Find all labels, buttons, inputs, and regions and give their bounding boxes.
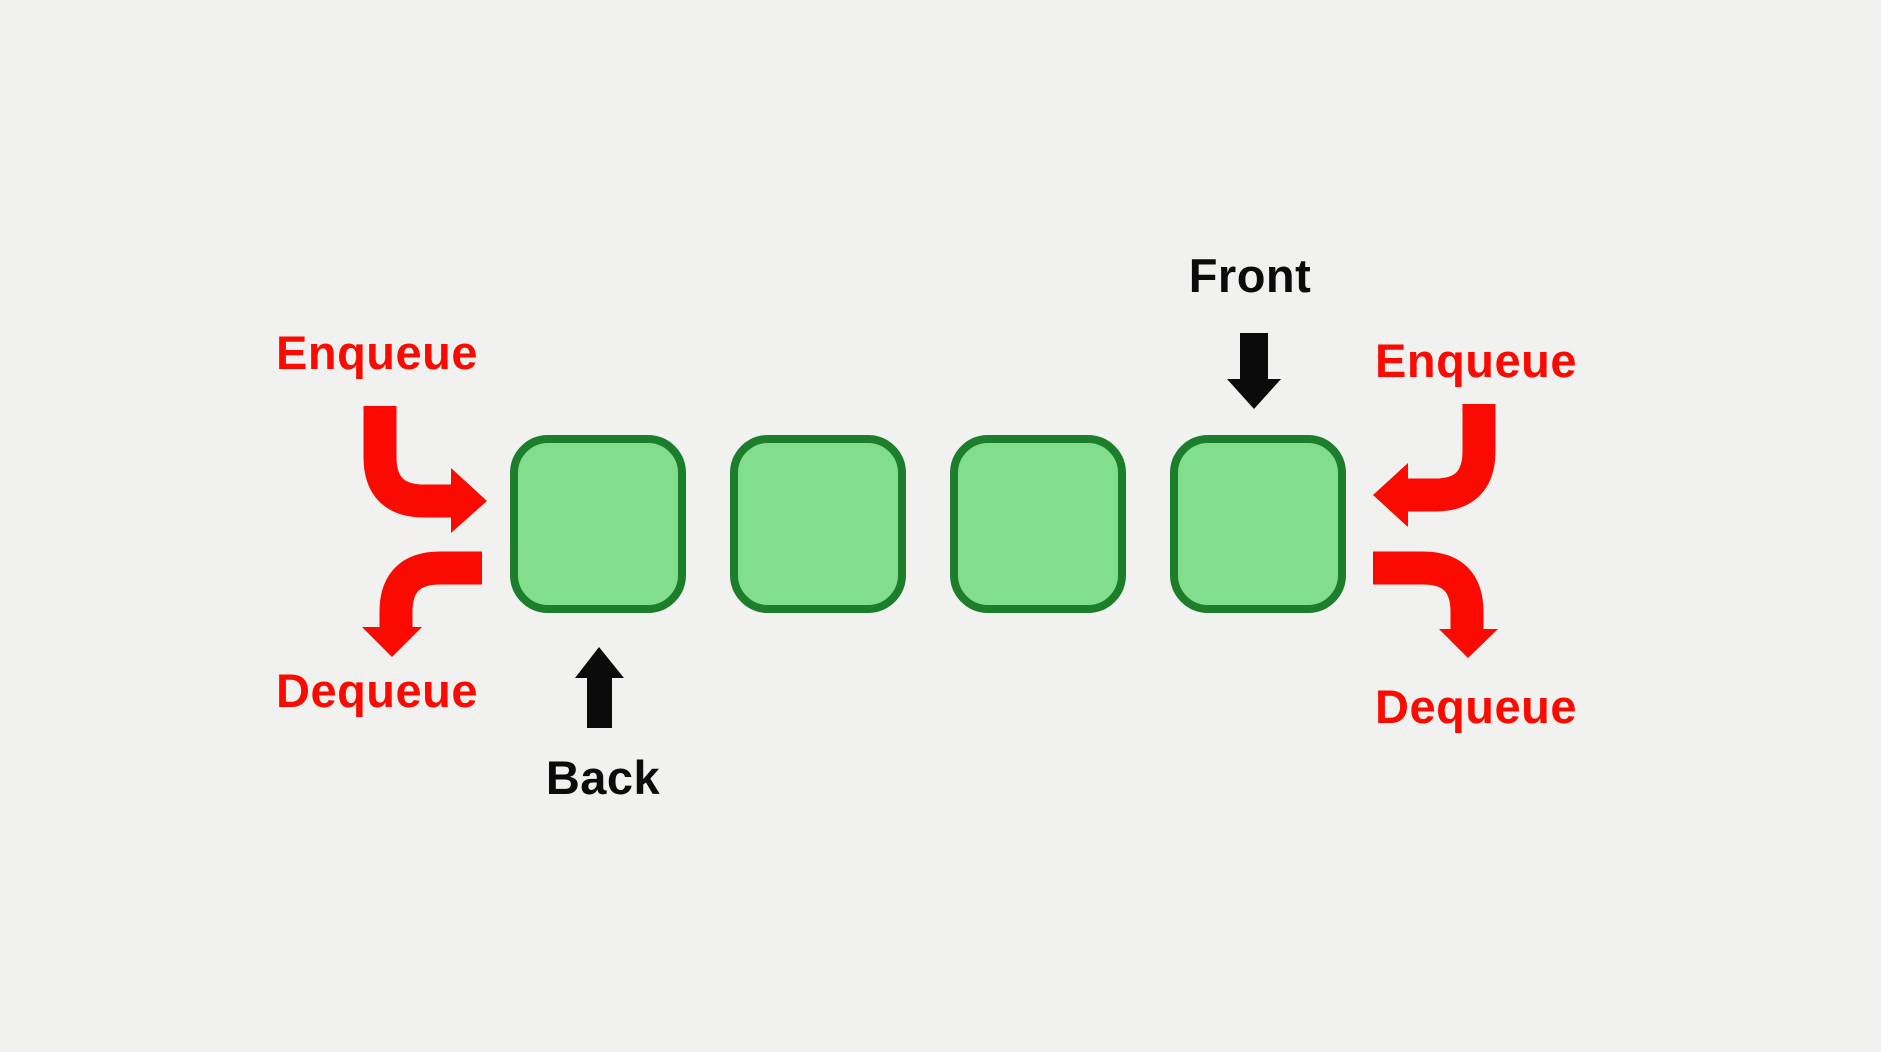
queue-row: [510, 435, 1346, 613]
dequeue-left-arrow-icon: [362, 551, 482, 657]
queue-cell-3: [950, 435, 1126, 613]
queue-cell-2: [730, 435, 906, 613]
dequeue-right-label: Dequeue: [1375, 680, 1577, 733]
enqueue-left-label: Enqueue: [276, 326, 478, 379]
front-down-arrow-icon: [1227, 333, 1281, 409]
dequeue-left-label: Dequeue: [276, 664, 478, 717]
back-up-arrow-icon: [575, 647, 624, 728]
dequeue-right-arrow-icon: [1373, 551, 1498, 658]
front-label: Front: [1188, 249, 1312, 302]
enqueue-left-arrow-icon: [363, 406, 487, 533]
enqueue-right-arrow-icon: [1373, 404, 1496, 527]
back-label: Back: [545, 751, 661, 804]
queue-cell-4: [1170, 435, 1346, 613]
queue-cell-1: [510, 435, 686, 613]
enqueue-right-label: Enqueue: [1375, 334, 1577, 387]
